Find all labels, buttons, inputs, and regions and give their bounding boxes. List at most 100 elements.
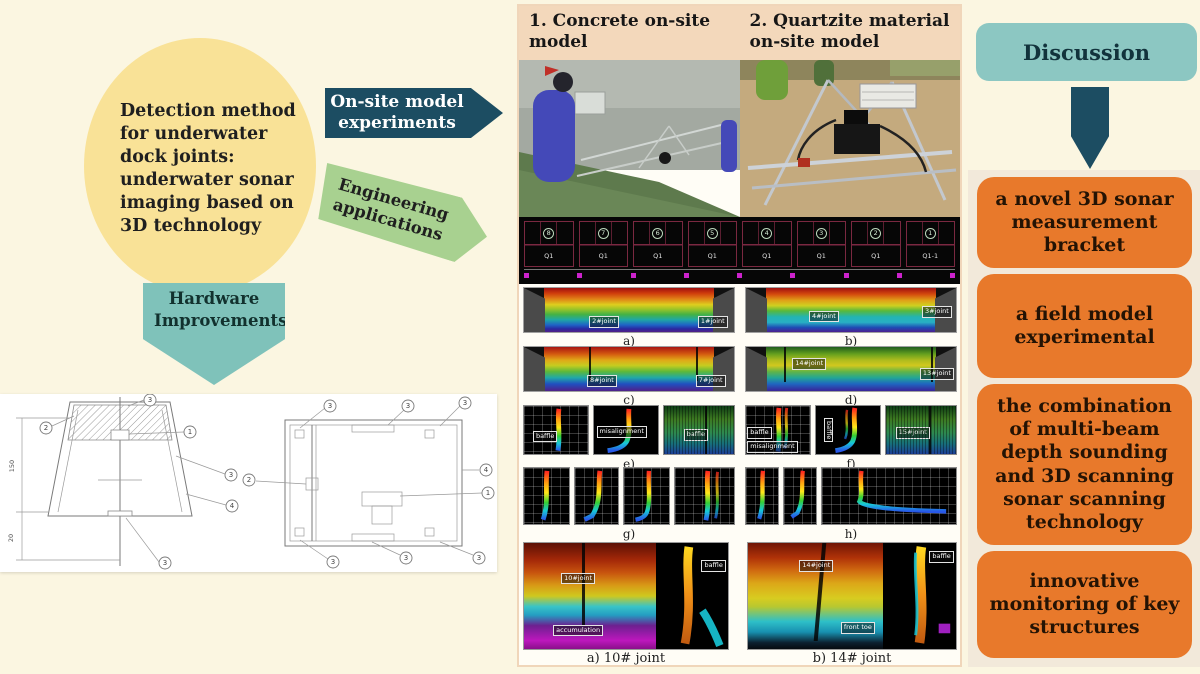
callout-2-left: 2 xyxy=(39,415,75,435)
svg-text:3: 3 xyxy=(404,554,408,562)
figure-joint-10: 10#joint accumulation baffle a) 10# join… xyxy=(523,542,729,667)
sonar-slice: baffle xyxy=(656,543,728,649)
sonar-panorama-a: 2#joint 1#joint xyxy=(523,287,735,333)
experiments-panel: 1. Concrete on-site model 2. Quartzite m… xyxy=(517,4,962,667)
caisson-number: 3 xyxy=(815,227,827,239)
callout-3-b3: 3 xyxy=(439,396,472,427)
sonar-texture-panel: baffle xyxy=(663,405,735,455)
svg-text:1: 1 xyxy=(486,489,490,497)
joint-label: 1#joint xyxy=(697,315,728,328)
pano-side xyxy=(746,288,767,332)
front-toe-label: front toe xyxy=(840,622,875,635)
svg-text:4: 4 xyxy=(230,502,235,510)
joint-label: 7#joint xyxy=(695,374,726,387)
sonar-profile-panel: baffle misalignment xyxy=(745,405,811,455)
caption-joint-14: b) 14# joint xyxy=(812,651,892,666)
caption-h: h) xyxy=(844,527,858,541)
hardware-drawings-panel: 150 20 3 2 1 3 xyxy=(0,394,497,572)
onsite-model-label: On-site model experiments xyxy=(330,91,464,133)
joint-label: 8#joint xyxy=(587,374,617,387)
caisson-label: Q1-1 xyxy=(906,245,954,266)
joint-label: 4#joint xyxy=(809,310,839,323)
joint-label: 13#joint xyxy=(919,367,954,380)
drawing-cross-section: 150 20 3 2 1 3 xyxy=(7,394,239,570)
dim-150: 150 xyxy=(8,460,16,472)
sonar-scan-panel xyxy=(574,467,619,525)
sonar-composite: 10#joint accumulation baffle xyxy=(523,542,729,650)
callout-2-b: 2 xyxy=(242,473,307,487)
figure-c: 8#joint 7#joint c) xyxy=(523,346,735,407)
baffle-label: baffle xyxy=(532,430,558,443)
joint-label: 10#joint xyxy=(561,572,596,585)
caption-joint-10: a) 10# joint xyxy=(586,651,666,666)
caisson-label: Q1 xyxy=(852,245,900,266)
hardware-label: Hardware Improvements xyxy=(154,289,288,331)
baffle-label: baffle xyxy=(701,559,726,572)
sonar-gradient xyxy=(765,288,937,332)
joint-crack xyxy=(704,406,707,454)
caption-b: b) xyxy=(844,334,858,348)
joint-label: 14#joint xyxy=(799,559,834,572)
figure-joint-14: 14#joint front toe baffle b) 14# joint xyxy=(747,542,957,667)
caption-d: d) xyxy=(844,393,858,407)
caisson-number: 5 xyxy=(706,227,718,239)
pano-side xyxy=(524,347,545,391)
caisson-label: Q1 xyxy=(525,245,573,266)
caisson-label: Q1 xyxy=(688,245,736,266)
svg-text:3: 3 xyxy=(229,471,233,479)
callout-3-side: 3 xyxy=(175,455,238,482)
svg-text:1: 1 xyxy=(188,428,192,436)
figure-g: g) xyxy=(523,467,735,541)
baffle-label: baffle xyxy=(929,551,954,564)
sonar-scan-panel xyxy=(821,467,957,525)
sonar-panorama-c: 8#joint 7#joint xyxy=(523,346,735,392)
caisson-number: 2 xyxy=(870,227,882,239)
baffle-label: baffle xyxy=(683,429,708,441)
caisson-label: Q1 xyxy=(743,245,791,266)
sonar-composite: 14#joint front toe baffle xyxy=(747,542,957,650)
down-arrow xyxy=(1071,87,1109,169)
engineering-label: Engineering applications xyxy=(330,174,451,245)
onsite-model-arrow: On-site model experiments xyxy=(325,88,503,138)
callout-3-bottom: 3 xyxy=(125,517,172,570)
callout-3-top: 3 xyxy=(127,394,157,407)
finding-box-monitoring: innovative monitoring of key structures xyxy=(977,551,1192,658)
sonar-profile-panel: misalignment xyxy=(593,405,659,455)
sonar-panorama-d: 14#joint 13#joint xyxy=(745,346,957,392)
joint-crack xyxy=(929,406,932,454)
joint-label: 3#joint xyxy=(921,306,952,318)
caisson-number: 1 xyxy=(924,227,936,239)
sonar-gradient xyxy=(543,288,715,332)
figure-e: baffle misalignment baffle e) xyxy=(523,405,735,471)
joint-label: 2#joint xyxy=(589,315,619,328)
dim-20: 20 xyxy=(7,534,15,542)
engineering-arrow: Engineering applications xyxy=(311,159,496,268)
figure-d: 14#joint 13#joint d) xyxy=(745,346,957,407)
hardware-banner: Hardware Improvements xyxy=(143,283,285,385)
discussion-box: Discussion xyxy=(976,23,1197,81)
joint-crack xyxy=(813,543,827,641)
caisson-number: 6 xyxy=(652,227,664,239)
joint-crack xyxy=(696,347,699,382)
photo-quartzite-site xyxy=(740,60,960,217)
title-circle: Detection method for underwater dock joi… xyxy=(84,38,316,294)
svg-text:3: 3 xyxy=(328,402,332,410)
finding-box-field-model: a field model experimental xyxy=(977,274,1192,378)
caisson-number: 8 xyxy=(543,227,555,239)
caisson-label: Q1 xyxy=(579,245,627,266)
callout-1-b: 1 xyxy=(399,486,495,500)
joint-label: 14#joint xyxy=(792,358,827,371)
svg-text:3: 3 xyxy=(463,399,467,407)
sonar-scan-panel xyxy=(523,467,570,525)
caption-g: g) xyxy=(622,527,636,541)
photo-concrete-site xyxy=(519,60,740,217)
svg-text:4: 4 xyxy=(484,466,489,474)
sonar-mosaic: 14#joint front toe xyxy=(748,543,884,649)
